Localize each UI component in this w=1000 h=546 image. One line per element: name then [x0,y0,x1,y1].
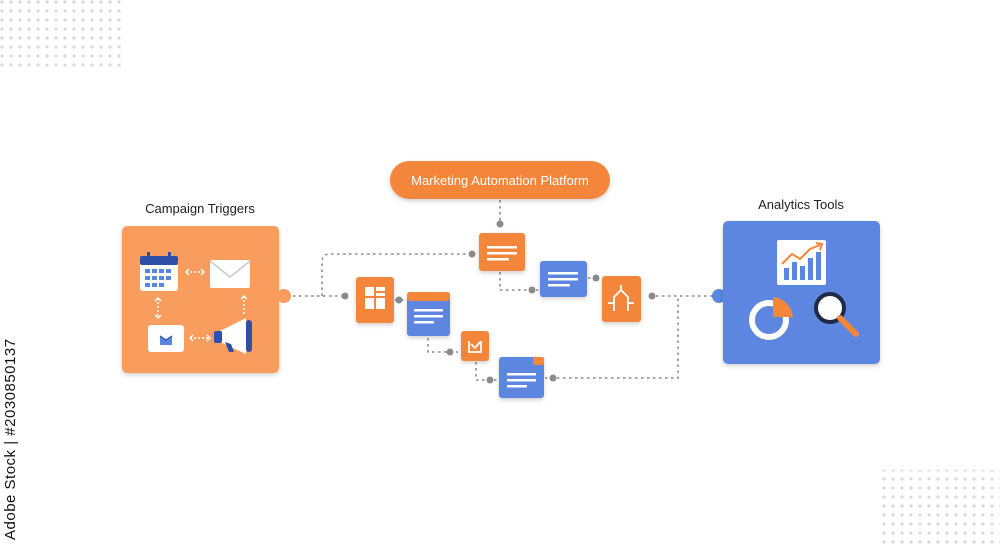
platform-pill: Marketing Automation Platform [390,161,610,199]
document-icon [487,246,517,261]
workflow-node-document-blue [540,261,587,297]
connector-flow-top [321,253,472,296]
platform-title: Marketing Automation Platform [411,173,589,188]
connector-dots [341,220,656,384]
calendar-icon [140,252,178,291]
workflow-node-decision [602,276,641,322]
connector-window-to-refresh [427,338,458,353]
bar-chart-icon [777,240,826,285]
decision-icon [608,285,634,311]
connector-doc-to-blue [499,272,540,291]
decorative-dots-bottom-right [880,470,1000,546]
analytics-tools-panel [712,221,880,364]
connector-lines [287,200,715,381]
refresh-icon [468,341,482,353]
connector-doc-to-analytics [545,296,679,379]
document-icon [507,373,536,388]
workflow-node-document-bottom [499,357,544,398]
workflow-node-refresh [461,331,489,361]
workflow-node-window [407,292,450,336]
workflow-node-layout [356,277,394,323]
document-icon [548,272,578,287]
envelope-icon [209,260,251,288]
campaign-triggers-title: Campaign Triggers [145,201,255,216]
vertical-arrows-icon [154,295,248,319]
connector-refresh-to-doc [475,362,498,381]
layout-icon [365,287,385,309]
swap-arrows-icon [185,268,205,276]
megaphone-icon [214,318,252,354]
magnifier-icon [814,292,859,337]
pie-chart-icon [749,297,793,340]
swap-arrows-icon [189,334,211,342]
mail-notification-icon [148,325,184,352]
workflow-node-document-top [479,233,525,271]
stock-watermark: Adobe Stock | #2030850137 [2,338,19,540]
campaign-triggers-panel [122,226,291,373]
decorative-dots-top-left [0,0,125,70]
window-icon [414,309,443,324]
analytics-tools-title: Analytics Tools [758,197,844,212]
